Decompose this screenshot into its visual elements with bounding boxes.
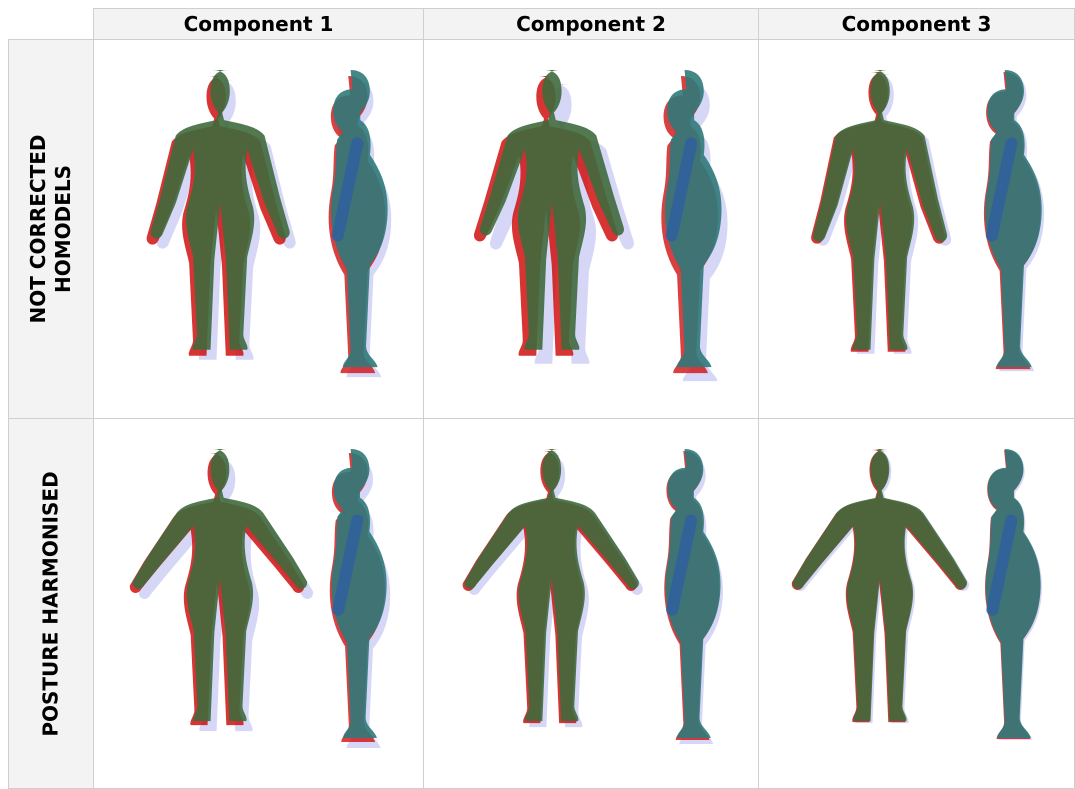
body-silhouettes [759,419,1074,788]
row-label-line1: POSTURE HARMONISED [39,471,64,736]
body-silhouettes [94,40,423,418]
row-header-not-corrected: NOT CORRECTED HOMODELS [8,39,94,419]
row-label-line2: HOMODELS [51,134,76,323]
row-header-posture-harmonised: POSTURE HARMONISED [8,418,94,789]
body-silhouettes [94,419,423,788]
cell-not-corrected-component-1 [93,39,424,419]
column-header-component-2: Component 2 [423,8,759,40]
cell-posture-harmonised-component-1 [93,418,424,789]
cell-posture-harmonised-component-2 [423,418,759,789]
column-header-component-1: Component 1 [93,8,424,40]
row-label-not-corrected: NOT CORRECTED HOMODELS [26,134,76,323]
cell-not-corrected-component-2 [423,39,759,419]
row-label-line1: NOT CORRECTED [26,134,51,323]
row-label-posture-harmonised: POSTURE HARMONISED [39,471,64,736]
body-silhouettes [424,40,758,418]
cell-posture-harmonised-component-3 [758,418,1075,789]
body-silhouettes [759,40,1074,418]
cell-not-corrected-component-3 [758,39,1075,419]
column-header-component-3: Component 3 [758,8,1075,40]
body-silhouettes [424,419,758,788]
